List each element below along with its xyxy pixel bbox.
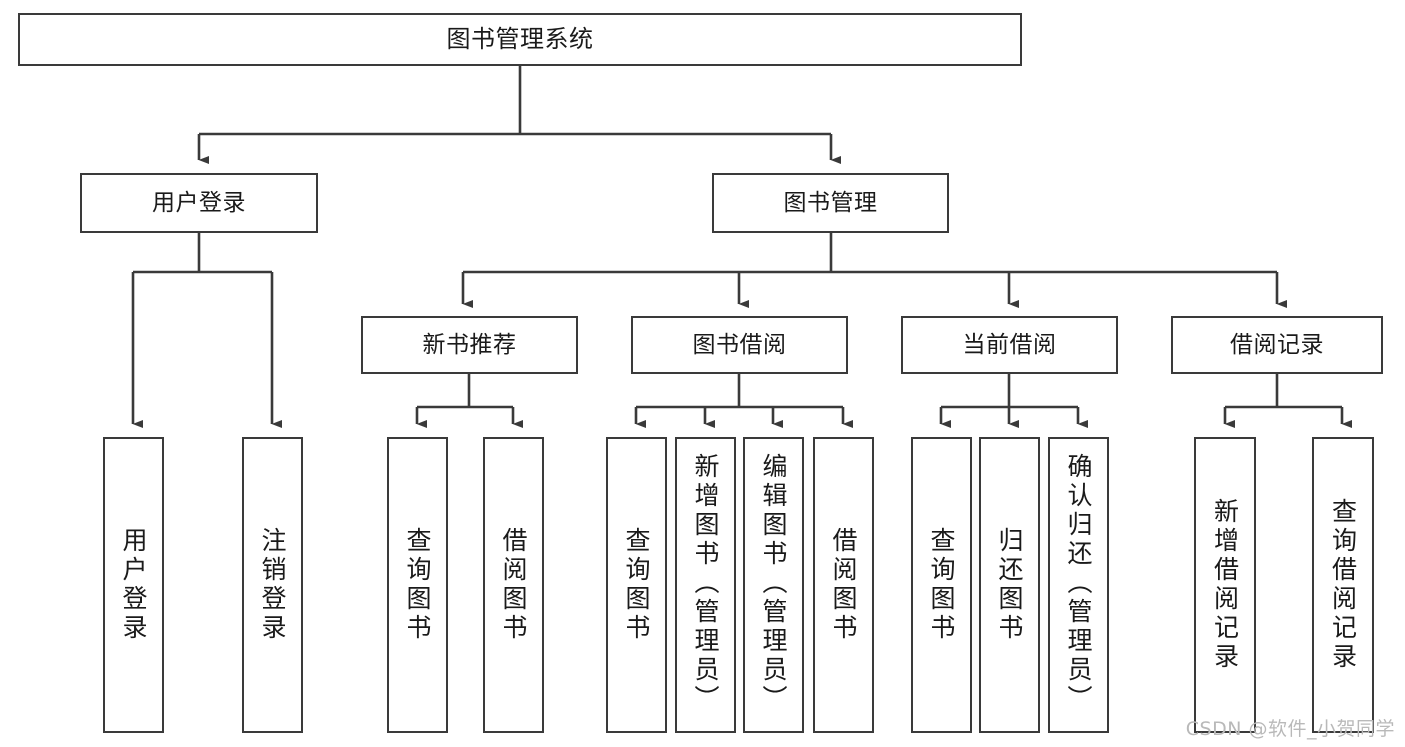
node-label: 用户登录: [152, 189, 246, 216]
node-label: 图书借阅: [692, 331, 787, 358]
node-label: 查询图书: [622, 527, 651, 643]
node-label: 编辑图书（管理员）: [759, 453, 788, 714]
node-leaf-user-login[interactable]: 用户登录: [103, 437, 164, 733]
node-book-borrow[interactable]: 图书借阅: [631, 316, 848, 374]
node-label: 注销登录: [258, 527, 287, 643]
node-leaf-query-book-1[interactable]: 查询图书: [387, 437, 448, 733]
node-label: 归还图书: [995, 527, 1024, 643]
node-label: 确认归还（管理员）: [1064, 453, 1093, 714]
node-leaf-query-book-2[interactable]: 查询图书: [606, 437, 667, 733]
node-user-login[interactable]: 用户登录: [80, 173, 318, 233]
node-current-borrow[interactable]: 当前借阅: [901, 316, 1118, 374]
node-borrow-record[interactable]: 借阅记录: [1171, 316, 1383, 374]
node-leaf-query-book-3[interactable]: 查询图书: [911, 437, 972, 733]
node-leaf-confirm-return[interactable]: 确认归还（管理员）: [1048, 437, 1109, 733]
node-leaf-add-book[interactable]: 新增图书（管理员）: [675, 437, 736, 733]
node-leaf-return-book[interactable]: 归还图书: [979, 437, 1040, 733]
node-book-management[interactable]: 图书管理: [712, 173, 949, 233]
node-label: 图书管理系统: [446, 24, 594, 53]
node-label: 新增借阅记录: [1210, 498, 1240, 672]
node-new-book-recommend[interactable]: 新书推荐: [361, 316, 578, 374]
node-leaf-logout[interactable]: 注销登录: [242, 437, 303, 733]
node-label: 新书推荐: [422, 331, 517, 358]
node-leaf-query-record[interactable]: 查询借阅记录: [1312, 437, 1374, 733]
node-label: 查询图书: [403, 527, 432, 643]
node-label: 借阅图书: [499, 527, 528, 643]
node-label: 查询图书: [927, 527, 956, 643]
node-label: 新增图书（管理员）: [691, 453, 720, 714]
node-label: 借阅记录: [1230, 331, 1324, 358]
node-book-management-system[interactable]: 图书管理系统: [18, 13, 1022, 66]
node-label: 当前借阅: [962, 331, 1057, 358]
csdn-watermark: CSDN @软件_小贺同学: [1185, 718, 1395, 740]
node-label: 查询借阅记录: [1328, 498, 1358, 672]
node-leaf-add-record[interactable]: 新增借阅记录: [1194, 437, 1256, 733]
node-leaf-borrow-book-1[interactable]: 借阅图书: [483, 437, 544, 733]
node-label: 借阅图书: [829, 527, 858, 643]
node-leaf-borrow-book-2[interactable]: 借阅图书: [813, 437, 874, 733]
node-label: 图书管理: [783, 189, 878, 216]
node-label: 用户登录: [119, 527, 148, 643]
node-leaf-edit-book[interactable]: 编辑图书（管理员）: [743, 437, 804, 733]
